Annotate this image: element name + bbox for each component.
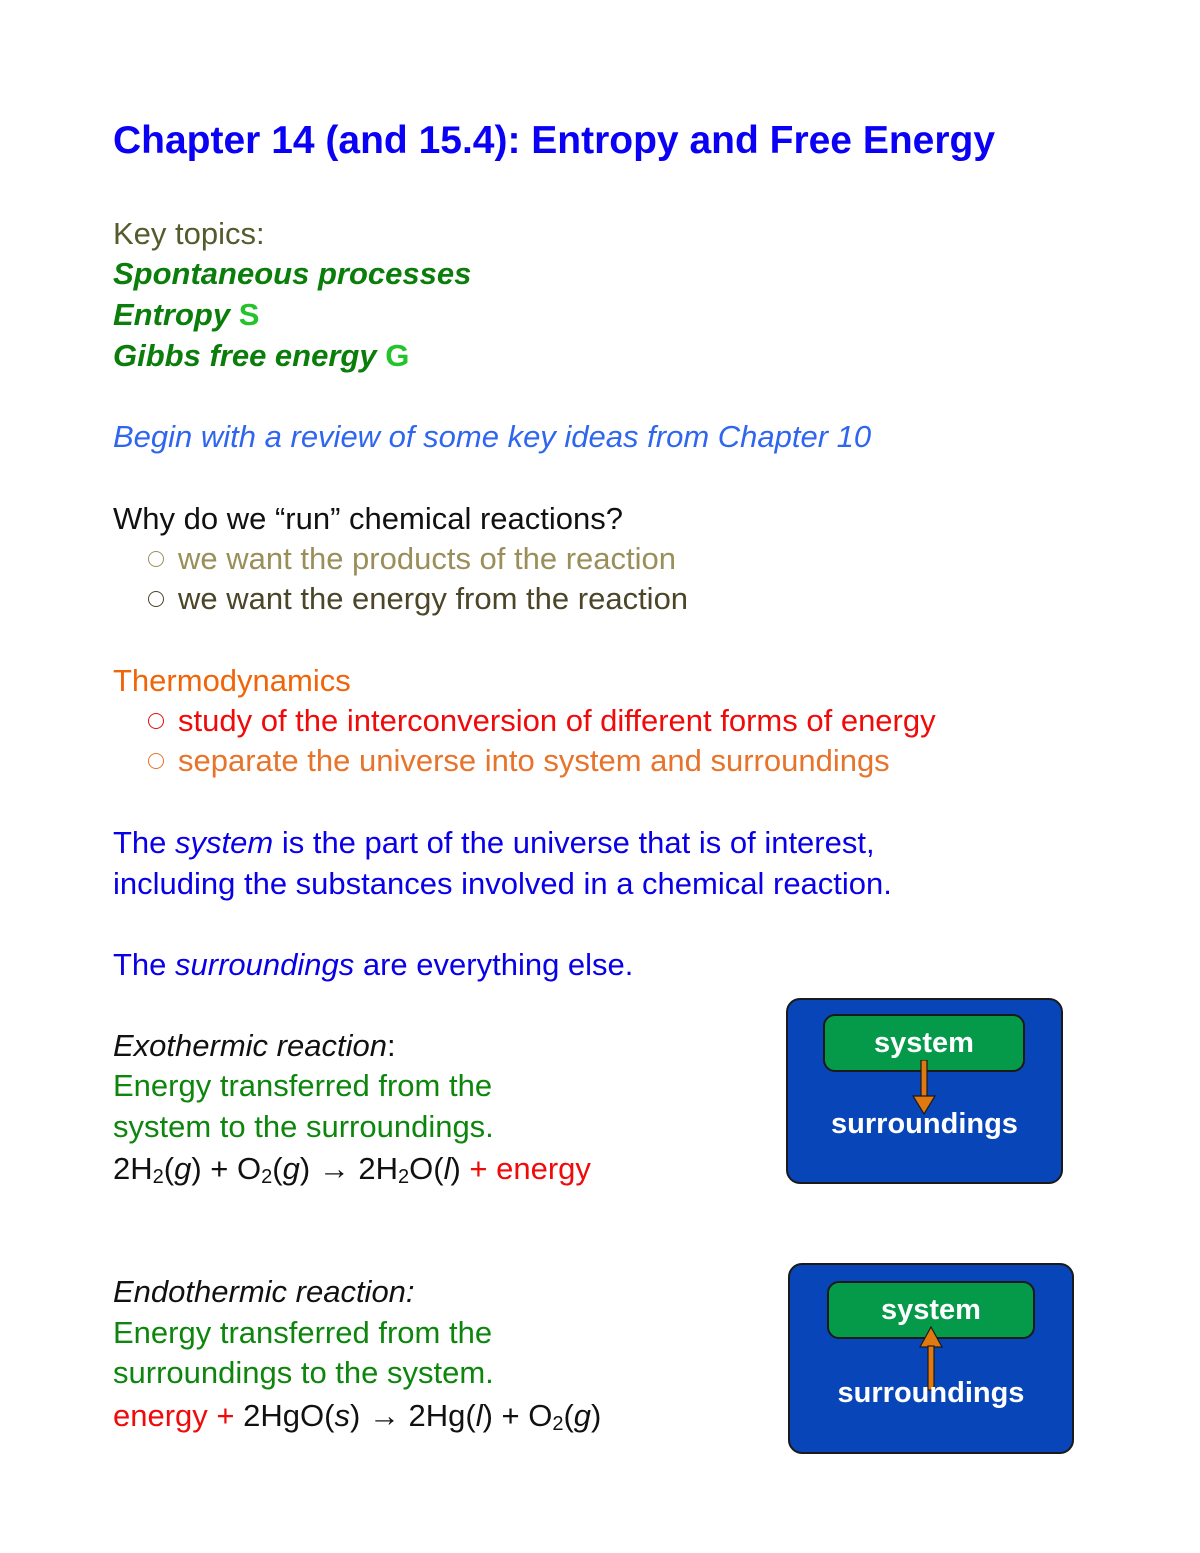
endothermic-diagram: system surroundings	[788, 1263, 1074, 1454]
system-definition-line1: The system is the part of the universe t…	[113, 825, 875, 860]
circle-bullet-icon	[148, 712, 164, 729]
surroundings-label: surroundings	[831, 1108, 1018, 1140]
energy-term: energy +	[113, 1398, 244, 1433]
entropy-symbol: S	[238, 297, 260, 332]
exothermic-diagram: system surroundings	[786, 998, 1063, 1184]
why-question: Why do we “run” chemical reactions?	[113, 501, 623, 536]
system-definition-line2: including the substances involved in a c…	[113, 866, 892, 901]
endothermic-equation: energy + 2HgO(s) → 2Hg(l) + O2(g)	[113, 1398, 602, 1435]
circle-bullet-icon	[148, 550, 164, 567]
surroundings-label: surroundings	[837, 1377, 1025, 1409]
thermo-heading: Thermodynamics	[113, 663, 351, 698]
endothermic-desc-line1: Energy transferred from the	[113, 1315, 493, 1350]
bullet-separate: separate the universe into system and su…	[148, 741, 890, 781]
surroundings-term: surroundings	[175, 947, 355, 982]
bullet-interconversion: study of the interconversion of differen…	[148, 701, 936, 741]
energy-term: + energy	[460, 1151, 591, 1186]
arrow-down-icon	[912, 1060, 936, 1116]
bullet-energy: we want the energy from the reaction	[148, 579, 688, 619]
circle-bullet-icon	[148, 752, 164, 769]
exothermic-equation: 2H2(g) + O2(g) → 2H2O(l) + energy	[113, 1151, 591, 1188]
gibbs-symbol: G	[385, 338, 410, 373]
key-topics-label: Key topics:	[113, 216, 265, 251]
exothermic-desc-line2: system to the surroundings.	[113, 1109, 494, 1144]
page-title: Chapter 14 (and 15.4): Entropy and Free …	[113, 119, 996, 162]
system-term: system	[175, 825, 274, 860]
arrow-up-icon	[919, 1325, 943, 1391]
circle-bullet-icon	[148, 590, 164, 607]
topic-spontaneous: Spontaneous processes	[113, 256, 472, 291]
review-note: Begin with a review of some key ideas fr…	[113, 419, 872, 454]
topic-entropy: Entropy S	[113, 297, 260, 332]
endothermic-desc-line2: surroundings to the system.	[113, 1355, 494, 1390]
bullet-products: we want the products of the reaction	[148, 539, 676, 579]
exothermic-desc-line1: Energy transferred from the	[113, 1068, 493, 1103]
exothermic-label: Exothermic reaction:	[113, 1028, 396, 1063]
endothermic-label: Endothermic reaction:	[113, 1274, 415, 1309]
surroundings-definition: The surroundings are everything else.	[113, 947, 634, 982]
topic-gibbs: Gibbs free energy G	[113, 338, 410, 373]
